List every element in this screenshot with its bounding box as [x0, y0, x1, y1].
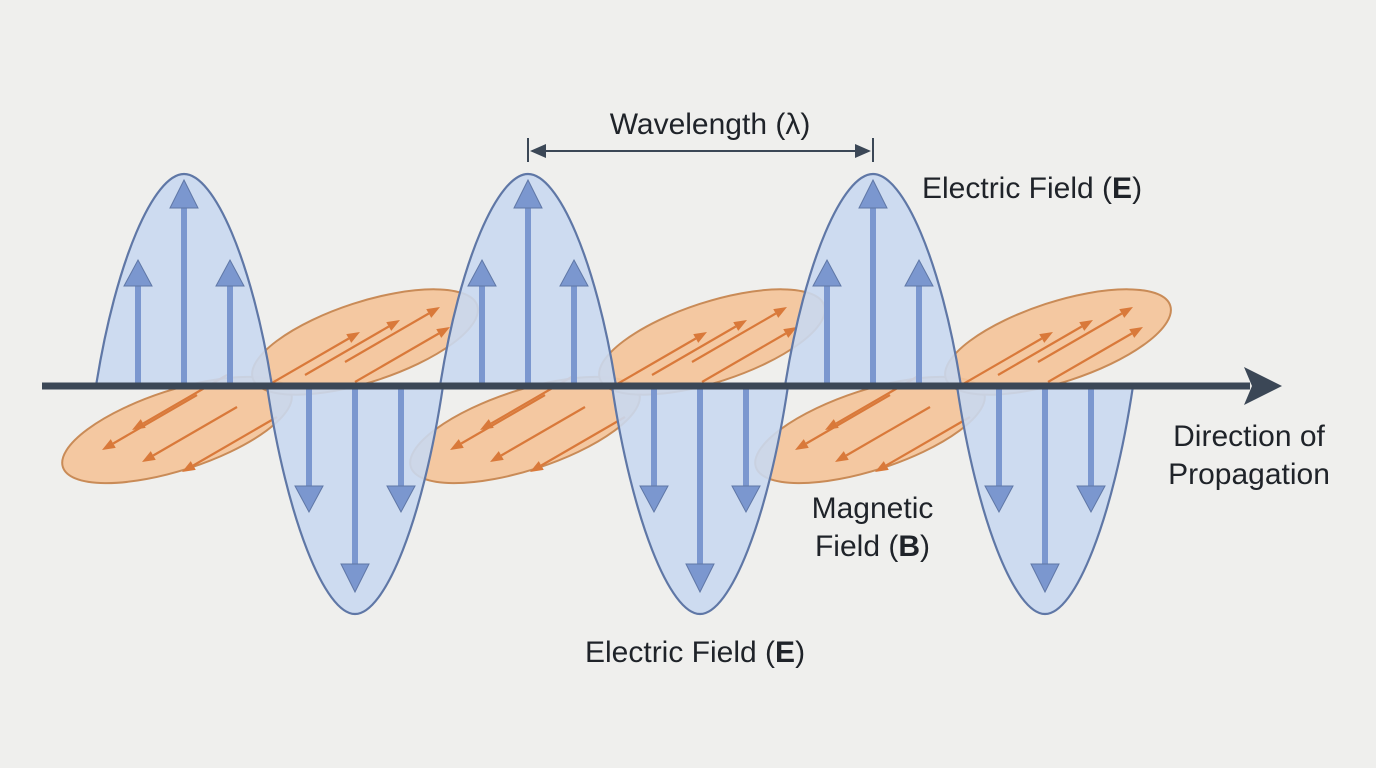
magnetic-field-arrow	[835, 406, 931, 462]
electric-lobe-down	[265, 384, 445, 616]
magnetic-field-arrow	[1047, 327, 1143, 383]
magnetic-field-arrow	[701, 327, 797, 383]
magnetic-field-arrow	[795, 394, 891, 450]
magnetic-field-arrow	[1037, 307, 1133, 363]
electric-field-arrow	[685, 386, 715, 594]
electric-lobe-down	[955, 384, 1135, 616]
electric-field-arrow	[904, 258, 934, 386]
electric-field-arrow	[639, 386, 669, 514]
electric-field-arrow	[467, 258, 497, 386]
magnetic-field-arrow	[997, 320, 1093, 376]
electric-lobe-up	[783, 172, 963, 388]
magnetic-field-symbol: B	[898, 530, 921, 564]
magnetic-field-arrow	[354, 327, 450, 383]
wavelength-label: Wavelength (λ)	[609, 108, 811, 141]
electric-lobe-up	[438, 172, 618, 388]
electric-field-arrow	[215, 258, 245, 386]
electric-field-arrow	[513, 178, 543, 386]
bracket-arrowhead-left	[530, 144, 546, 158]
direction-of-propagation-label: Direction of Propagation	[1168, 420, 1330, 492]
magnetic-field-arrow	[691, 307, 787, 363]
electric-field-arrow	[984, 386, 1014, 514]
electric-field-arrow	[169, 178, 199, 386]
arrow-right-icon	[1244, 367, 1282, 405]
magnetic-field-arrow	[450, 394, 546, 450]
wavelength-bracket	[527, 138, 874, 162]
electric-field-lobes	[94, 172, 1135, 616]
electric-field-arrow	[1030, 386, 1060, 594]
electric-field-label-bottom: Electric Field (E)	[585, 636, 806, 669]
magnetic-field-arrow	[651, 320, 747, 376]
electric-field-arrow	[123, 258, 153, 386]
electric-field-arrow	[812, 258, 842, 386]
electric-lobe-down	[610, 384, 790, 616]
electric-lobe-up	[94, 172, 274, 388]
magnetic-field-arrow	[611, 332, 707, 388]
electric-field-symbol: E	[1112, 172, 1133, 205]
magnetic-field-arrow	[875, 416, 971, 472]
electric-field-arrow	[559, 258, 589, 386]
magnetic-field-arrow	[344, 307, 440, 363]
magnetic-field-arrow	[142, 406, 238, 462]
magnetic-field-arrow	[182, 416, 278, 472]
electric-field-arrow	[340, 386, 370, 594]
magnetic-field-arrow	[102, 394, 198, 450]
magnetic-field-label: Magnetic Field (B)	[811, 492, 934, 564]
bracket-arrowhead-right	[855, 144, 871, 158]
magnetic-field-arrow	[957, 332, 1053, 388]
electric-field-arrow	[294, 386, 324, 514]
magnetic-field-lobes	[61, 288, 1172, 485]
magnetic-field-arrow	[490, 406, 586, 462]
magnetic-field-arrow	[530, 416, 626, 472]
propagation-axis	[42, 367, 1282, 405]
electric-field-symbol: E	[775, 636, 796, 669]
magnetic-field-arrow	[264, 332, 360, 388]
electric-field-label-top: Electric Field (E)	[922, 172, 1143, 205]
electric-field-arrow	[731, 386, 761, 514]
electric-field-arrow	[1076, 386, 1106, 514]
electric-field-arrow	[858, 178, 888, 386]
magnetic-lobe-lower	[409, 374, 641, 485]
magnetic-lobe-upper	[944, 288, 1172, 396]
magnetic-field-arrow	[304, 320, 400, 376]
electric-field-arrow	[386, 386, 416, 514]
